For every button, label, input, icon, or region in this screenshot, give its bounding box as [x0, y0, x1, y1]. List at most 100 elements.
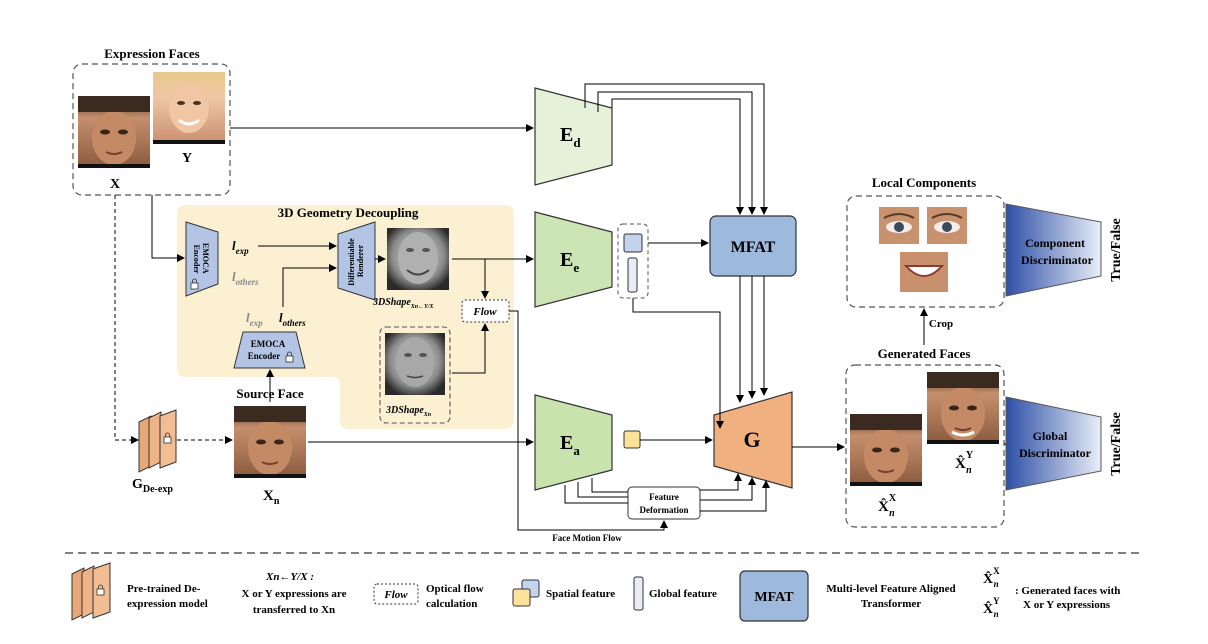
generator-label: G	[743, 427, 760, 452]
emoca-top-line1: EMOCA	[201, 243, 210, 274]
l-others-sub: others	[236, 277, 260, 287]
legend-dexp-icon	[71, 562, 111, 621]
svg-text:Ed: Ed	[560, 124, 581, 150]
l-exp-sub: exp	[236, 246, 249, 256]
legend-mfat-line1: Multi-level Feature Aligned	[826, 583, 955, 595]
svg-text:lothers: lothers	[279, 310, 306, 328]
legend-transfer-line2: transferred to Xn	[253, 604, 335, 616]
face-y-label: Y	[182, 151, 192, 166]
face-motion-flow-label: Face Motion Flow	[552, 533, 622, 543]
ee-feature-group	[617, 223, 649, 299]
svg-text:X̂Xn: X̂Xn	[983, 566, 1000, 589]
encoder-ed-label: E	[560, 124, 573, 146]
svg-text:Ea: Ea	[560, 432, 580, 458]
global-disc-line1: Global	[1033, 429, 1068, 443]
ea-spatial-feature	[623, 430, 641, 449]
svg-text:GDe-exp: GDe-exp	[132, 477, 173, 495]
dexp-label: G	[132, 477, 143, 492]
global-disc-line2: Discriminator	[1019, 446, 1092, 460]
svg-text:EMOCA Encoder: EMOCA Encoder	[192, 243, 210, 275]
mfat-label: MFAT	[731, 239, 776, 256]
legend-spatial-front	[512, 588, 531, 607]
crop-label: Crop	[929, 318, 953, 330]
differentiable-renderer	[337, 221, 376, 301]
legend-gen-y: X̂	[983, 600, 993, 617]
gen-y-sup: Y	[966, 450, 974, 461]
source-face-image	[233, 405, 307, 479]
l-exp2-sub: exp	[250, 318, 263, 328]
flow-label: Flow	[472, 306, 497, 318]
legend-gen-y-sup: Y	[993, 596, 1000, 606]
feature-deformation-line1: Feature	[649, 492, 679, 502]
encoder-ed	[534, 87, 613, 186]
mouth-image	[900, 252, 948, 292]
legend-mfat-label: MFAT	[754, 590, 794, 605]
component-disc-line1: Component	[1025, 236, 1085, 250]
encoder-ee-sub: e	[573, 260, 579, 275]
legend-pretrained-line1: Pre-trained De-	[127, 583, 201, 595]
legend-global-icon	[633, 576, 644, 611]
generated-faces-title: Generated Faces	[878, 346, 971, 361]
component-discriminator	[1005, 203, 1102, 297]
svg-text:3DShapeXn←Y/X: 3DShapeXn←Y/X	[372, 297, 434, 310]
source-face-sub: n	[274, 496, 280, 507]
lock-icon	[285, 351, 294, 363]
shape-bottom-image	[385, 333, 445, 395]
svg-text:lexp: lexp	[246, 310, 263, 328]
legend-mfat-line2: Transformer	[861, 598, 921, 610]
shape-bottom-sub: Xn	[423, 412, 432, 418]
legend-gen-x: X̂	[983, 570, 993, 587]
l-others2-sub: others	[283, 318, 307, 328]
eye-left-image	[879, 207, 919, 244]
shape-bottom-label: 3DShape	[385, 405, 424, 416]
face-x-label: X	[110, 177, 120, 192]
shape-top-sub: Xn←Y/X	[410, 304, 435, 310]
l-exp2: l	[246, 310, 250, 325]
shape-top-image	[387, 228, 449, 290]
mfat-block	[709, 215, 797, 277]
connector-lines	[114, 83, 1006, 531]
lock-icon	[190, 278, 199, 290]
encoder-ee-label: E	[560, 249, 573, 271]
source-face-label: X	[263, 488, 274, 504]
face-x-image	[77, 95, 151, 169]
generator-block	[713, 391, 793, 489]
shape-top-label: 3DShape	[372, 297, 411, 308]
emoca-top-line2: Encoder	[192, 245, 201, 274]
geometry-title: 3D Geometry Decoupling	[278, 205, 419, 220]
encoder-ea-sub: a	[573, 443, 580, 458]
legend-flow-line2: calculation	[426, 598, 477, 610]
l-exp: l	[232, 238, 236, 253]
legend-global-label: Global feature	[649, 588, 717, 600]
legend-transfer-line1: X or Y expressions are	[242, 588, 347, 600]
legend-gen-x-sub: n	[994, 579, 999, 589]
encoder-ea	[534, 394, 613, 491]
legend-spatial-label: Spatial feature	[546, 588, 615, 600]
svg-text:3DShapeXn: 3DShapeXn	[385, 405, 432, 418]
component-disc-output: True/False	[1109, 218, 1124, 282]
legend-mfat-box	[739, 570, 809, 622]
svg-text:lothers: lothers	[232, 269, 259, 287]
svg-text:Ee: Ee	[560, 249, 579, 275]
l-others2: l	[279, 310, 283, 325]
emoca-bottom-encoder	[233, 331, 306, 369]
gen-x-label: X̂	[878, 498, 889, 515]
encoder-ee	[534, 211, 613, 308]
generated-face-y-image	[926, 371, 1000, 445]
legend-flow-box	[373, 583, 419, 605]
feature-deformation-line2: Deformation	[640, 505, 689, 515]
legend-flow-line1: Optical flow	[426, 583, 484, 595]
legend-gen-y-sub: n	[994, 609, 999, 619]
face-y-image	[153, 72, 225, 144]
svg-text:Differentiable Renderer: Differentiable Renderer	[347, 236, 365, 285]
emoca-bottom-line2: Encoder	[248, 351, 281, 361]
svg-text:X̂Yn: X̂Yn	[983, 596, 1000, 619]
legend-transfer-head: Xn←Y/X :	[265, 571, 314, 583]
encoder-ed-sub: d	[573, 135, 581, 150]
gen-y-label: X̂	[955, 455, 966, 472]
svg-text:Xn: Xn	[263, 488, 280, 507]
component-disc-line2: Discriminator	[1021, 253, 1094, 267]
emoca-top-encoder	[185, 221, 219, 297]
expression-faces-title: Expression Faces	[104, 46, 199, 61]
